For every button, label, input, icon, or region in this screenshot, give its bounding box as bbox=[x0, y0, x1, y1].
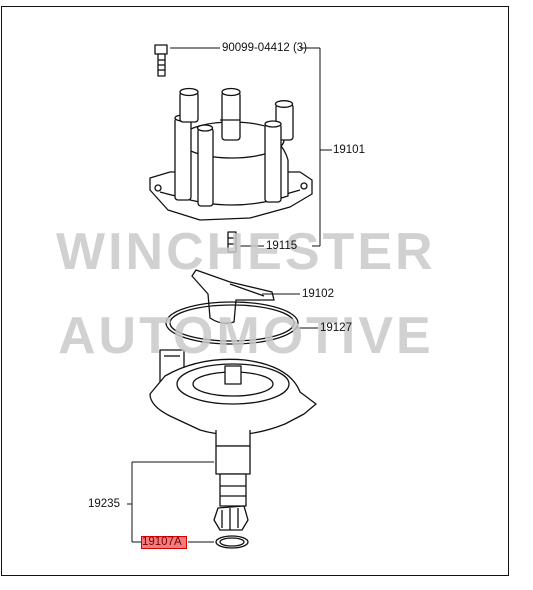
label-screw: 90099-04412 (3) bbox=[222, 42, 308, 54]
terminal-part bbox=[227, 231, 237, 253]
label-oring: 19107A bbox=[142, 536, 182, 548]
watermark-line-2: AUTOMOTIVE bbox=[58, 307, 434, 365]
rotor-part bbox=[191, 269, 275, 324]
label-housing: 19235 bbox=[88, 498, 120, 510]
label-gasket: 19127 bbox=[320, 322, 352, 334]
watermark-line-1: WINCHESTER bbox=[56, 223, 436, 281]
oring-part bbox=[215, 535, 249, 549]
highlight-box bbox=[141, 536, 187, 549]
distributor-cap-part bbox=[149, 87, 313, 221]
label-cap: 19101 bbox=[333, 144, 365, 156]
screw-part bbox=[154, 44, 168, 77]
leader-lines bbox=[127, 47, 332, 543]
gasket-part bbox=[165, 301, 299, 345]
label-rotor: 19102 bbox=[302, 288, 334, 300]
label-terminal: 19115 bbox=[266, 240, 298, 252]
diagram-frame bbox=[1, 6, 509, 576]
housing-part bbox=[149, 349, 317, 531]
